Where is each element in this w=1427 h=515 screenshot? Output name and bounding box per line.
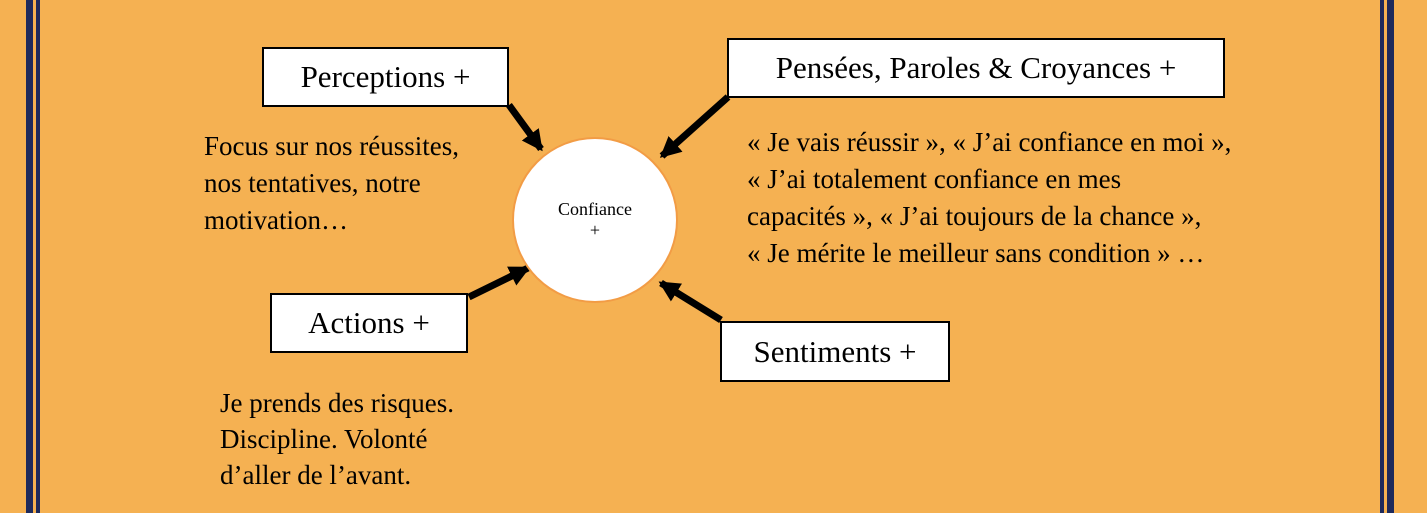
arrow-perceptions-to-circle	[506, 102, 544, 152]
confiance-circle-plus-sign: +	[589, 220, 601, 240]
left-thin-border-bar	[36, 0, 40, 513]
pensees-box-label: Pensées, Paroles & Croyances +	[775, 50, 1177, 85]
perceptions-box: Perceptions +	[262, 47, 509, 107]
pensees-note-line: « J’ai totalement confiance en mes	[747, 164, 1122, 194]
perceptions-note: Focus sur nos réussites, nos tentatives,…	[204, 128, 459, 239]
pensees-note-line: « Je vais réussir », « J’ai confiance en…	[747, 127, 1232, 157]
right-thin-border-bar	[1380, 0, 1384, 513]
pensees-paroles-croyances-box: Pensées, Paroles & Croyances +	[727, 38, 1225, 98]
sentiments-box: Sentiments +	[720, 321, 950, 382]
perceptions-note-line: motivation…	[204, 205, 348, 235]
arrow-sentiments-to-circle	[658, 280, 723, 323]
actions-note-line: Je prends des risques.	[220, 388, 454, 418]
perceptions-box-label: Perceptions +	[300, 59, 471, 94]
confiance-circle-title: Confiance	[558, 199, 632, 219]
perceptions-note-line: nos tentatives, notre	[204, 168, 421, 198]
right-thick-border-bar	[1387, 0, 1394, 513]
pensees-note: « Je vais réussir », « J’ai confiance en…	[747, 124, 1231, 272]
perceptions-note-line: Focus sur nos réussites,	[204, 131, 459, 161]
arrow-pensees-to-circle	[659, 94, 731, 159]
actions-note: Je prends des risques. Discipline. Volon…	[220, 385, 454, 493]
pensees-note-line: capacités », « J’ai toujours de la chanc…	[747, 201, 1202, 231]
pensees-note-line: « Je mérite le meilleur sans condition »…	[747, 238, 1205, 268]
sentiments-box-label: Sentiments +	[753, 333, 917, 369]
actions-note-line: d’aller de l’avant.	[220, 460, 412, 490]
actions-box-label: Actions +	[308, 305, 430, 340]
actions-box: Actions +	[270, 293, 468, 353]
actions-note-line: Discipline. Volonté	[220, 424, 428, 454]
arrow-actions-to-circle	[467, 264, 531, 301]
left-thick-border-bar	[26, 0, 33, 513]
confiance-circle: Confiance +	[512, 137, 678, 303]
